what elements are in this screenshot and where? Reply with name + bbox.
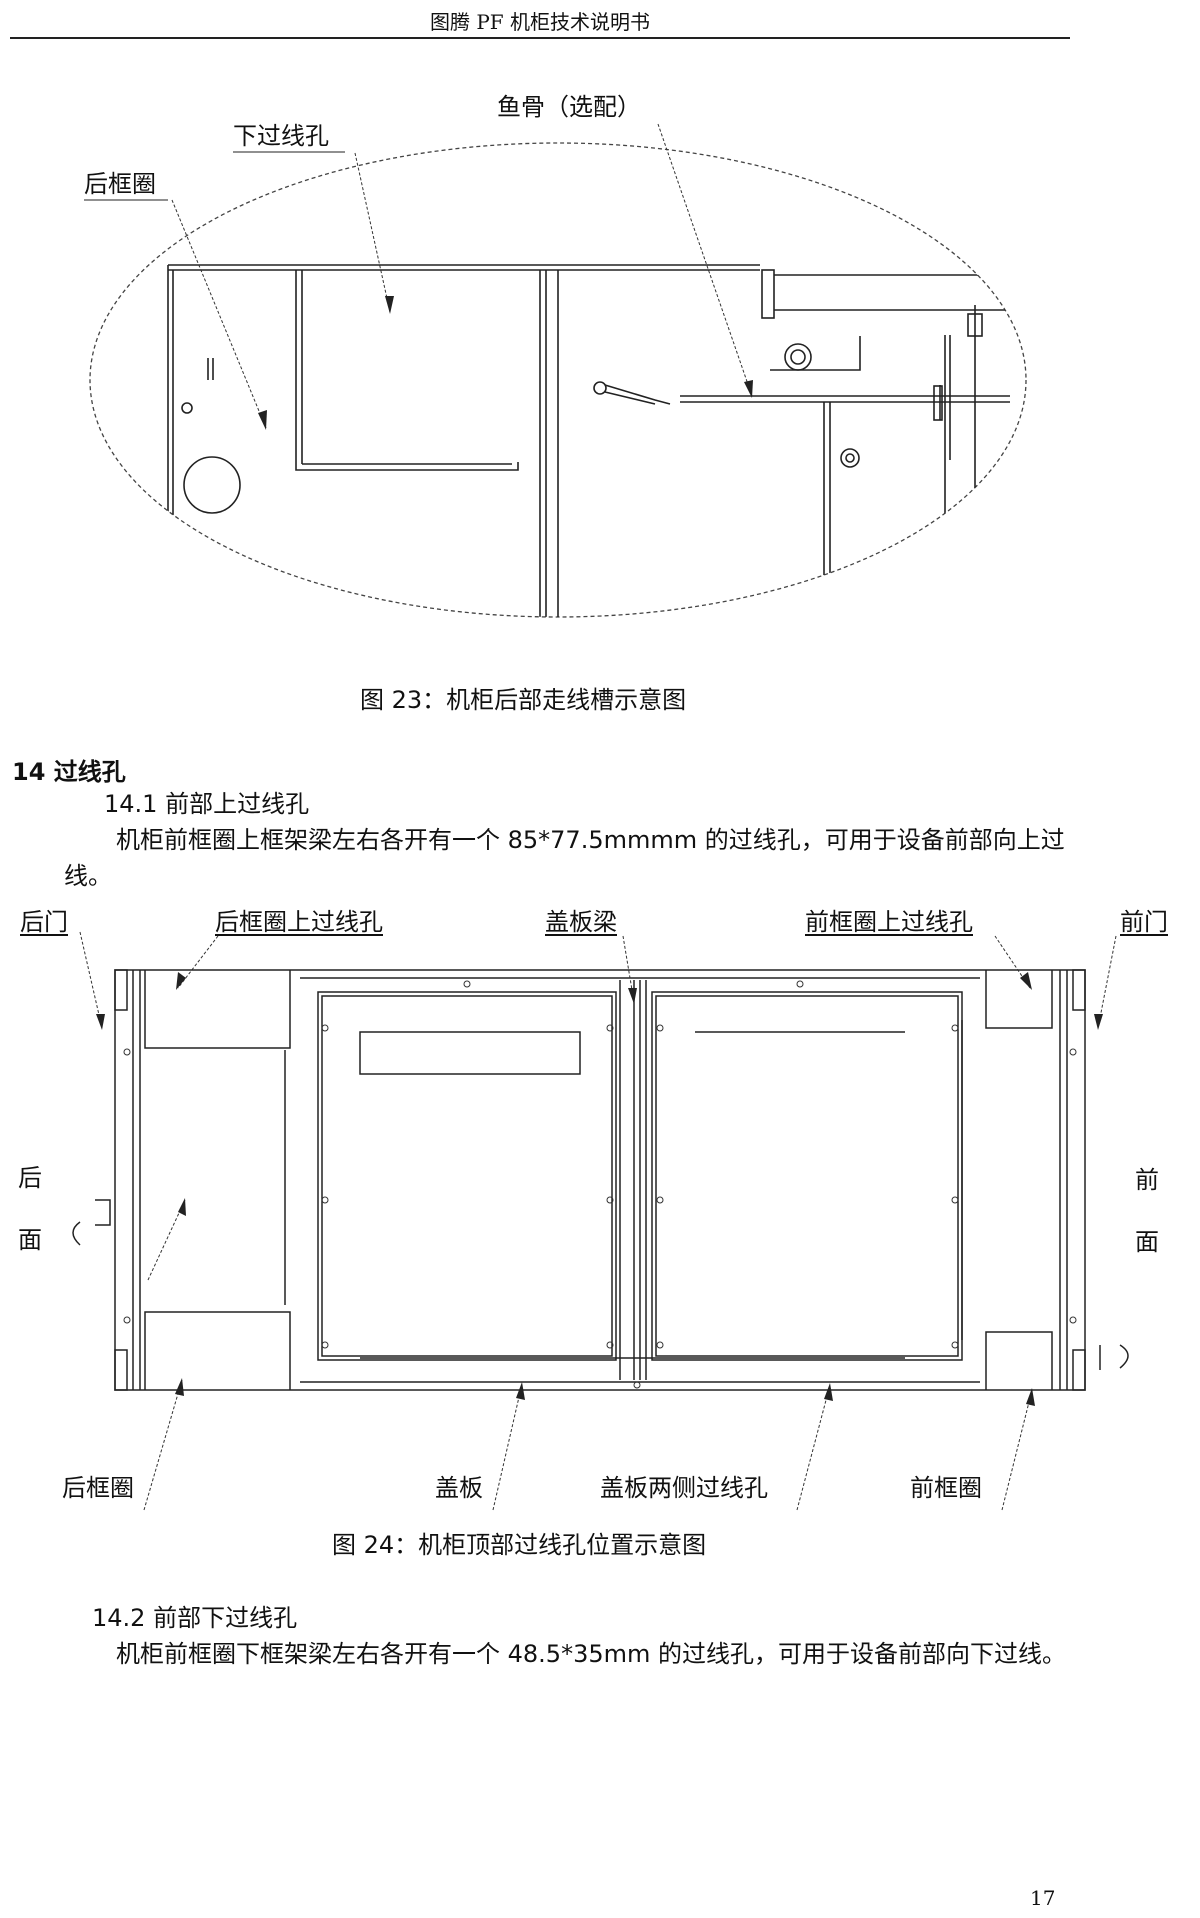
- page-header-title: 图腾 PF 机柜技术说明书: [429, 10, 651, 34]
- section-14-heading: 14 过线孔: [12, 758, 126, 786]
- fig24-label-cover-plate: 盖板: [435, 1474, 483, 1502]
- section-14-2-title: 14.2 前部下过线孔: [92, 1604, 298, 1632]
- figure-24-caption: 图 24：机柜顶部过线孔位置示意图: [332, 1531, 707, 1559]
- fig24-label-front-frame: 前框圈: [910, 1474, 982, 1502]
- figure-23-caption: 图 23：机柜后部走线槽示意图: [360, 686, 687, 714]
- fig24-label-rear-face-1: 后: [18, 1164, 42, 1192]
- fig24-label-cover-beam: 盖板梁: [545, 908, 617, 936]
- fig24-label-front-face-1: 前: [1135, 1166, 1159, 1194]
- fig23-label-fishbone: 鱼骨（选配）: [497, 93, 641, 121]
- section-14-1-title: 14.1 前部上过线孔: [104, 790, 310, 818]
- header-rule: [10, 37, 1070, 39]
- figure-24-drawing: [72, 931, 1129, 1511]
- fig24-label-rear-frame: 后框圈: [62, 1474, 134, 1502]
- fig23-label-rear-frame: 后框圈: [84, 170, 156, 198]
- fig24-label-cover-side-holes: 盖板两侧过线孔: [600, 1474, 768, 1502]
- fig24-label-front-face-2: 面: [1135, 1228, 1159, 1256]
- fig24-label-front-door: 前门: [1120, 908, 1168, 936]
- fig24-label-front-frame-top-hole: 前框圈上过线孔: [805, 908, 973, 936]
- fig24-label-rear-door: 后门: [20, 908, 68, 936]
- figure-23-drawing: [84, 123, 1027, 618]
- fig24-label-rear-face-2: 面: [18, 1226, 42, 1254]
- fig24-label-rear-frame-top-hole: 后框圈上过线孔: [215, 908, 383, 936]
- section-14-2-body: 机柜前框圈下框架梁左右各开有一个 48.5*35mm 的过线孔，可用于设备前部向…: [116, 1640, 1066, 1668]
- section-14-1-body: 机柜前框圈上框架梁左右各开有一个 85*77.5mmmm 的过线孔，可用于设备前…: [64, 826, 1065, 890]
- fig23-label-lower-hole: 下过线孔: [233, 122, 329, 150]
- page-number: 17: [1030, 1886, 1056, 1910]
